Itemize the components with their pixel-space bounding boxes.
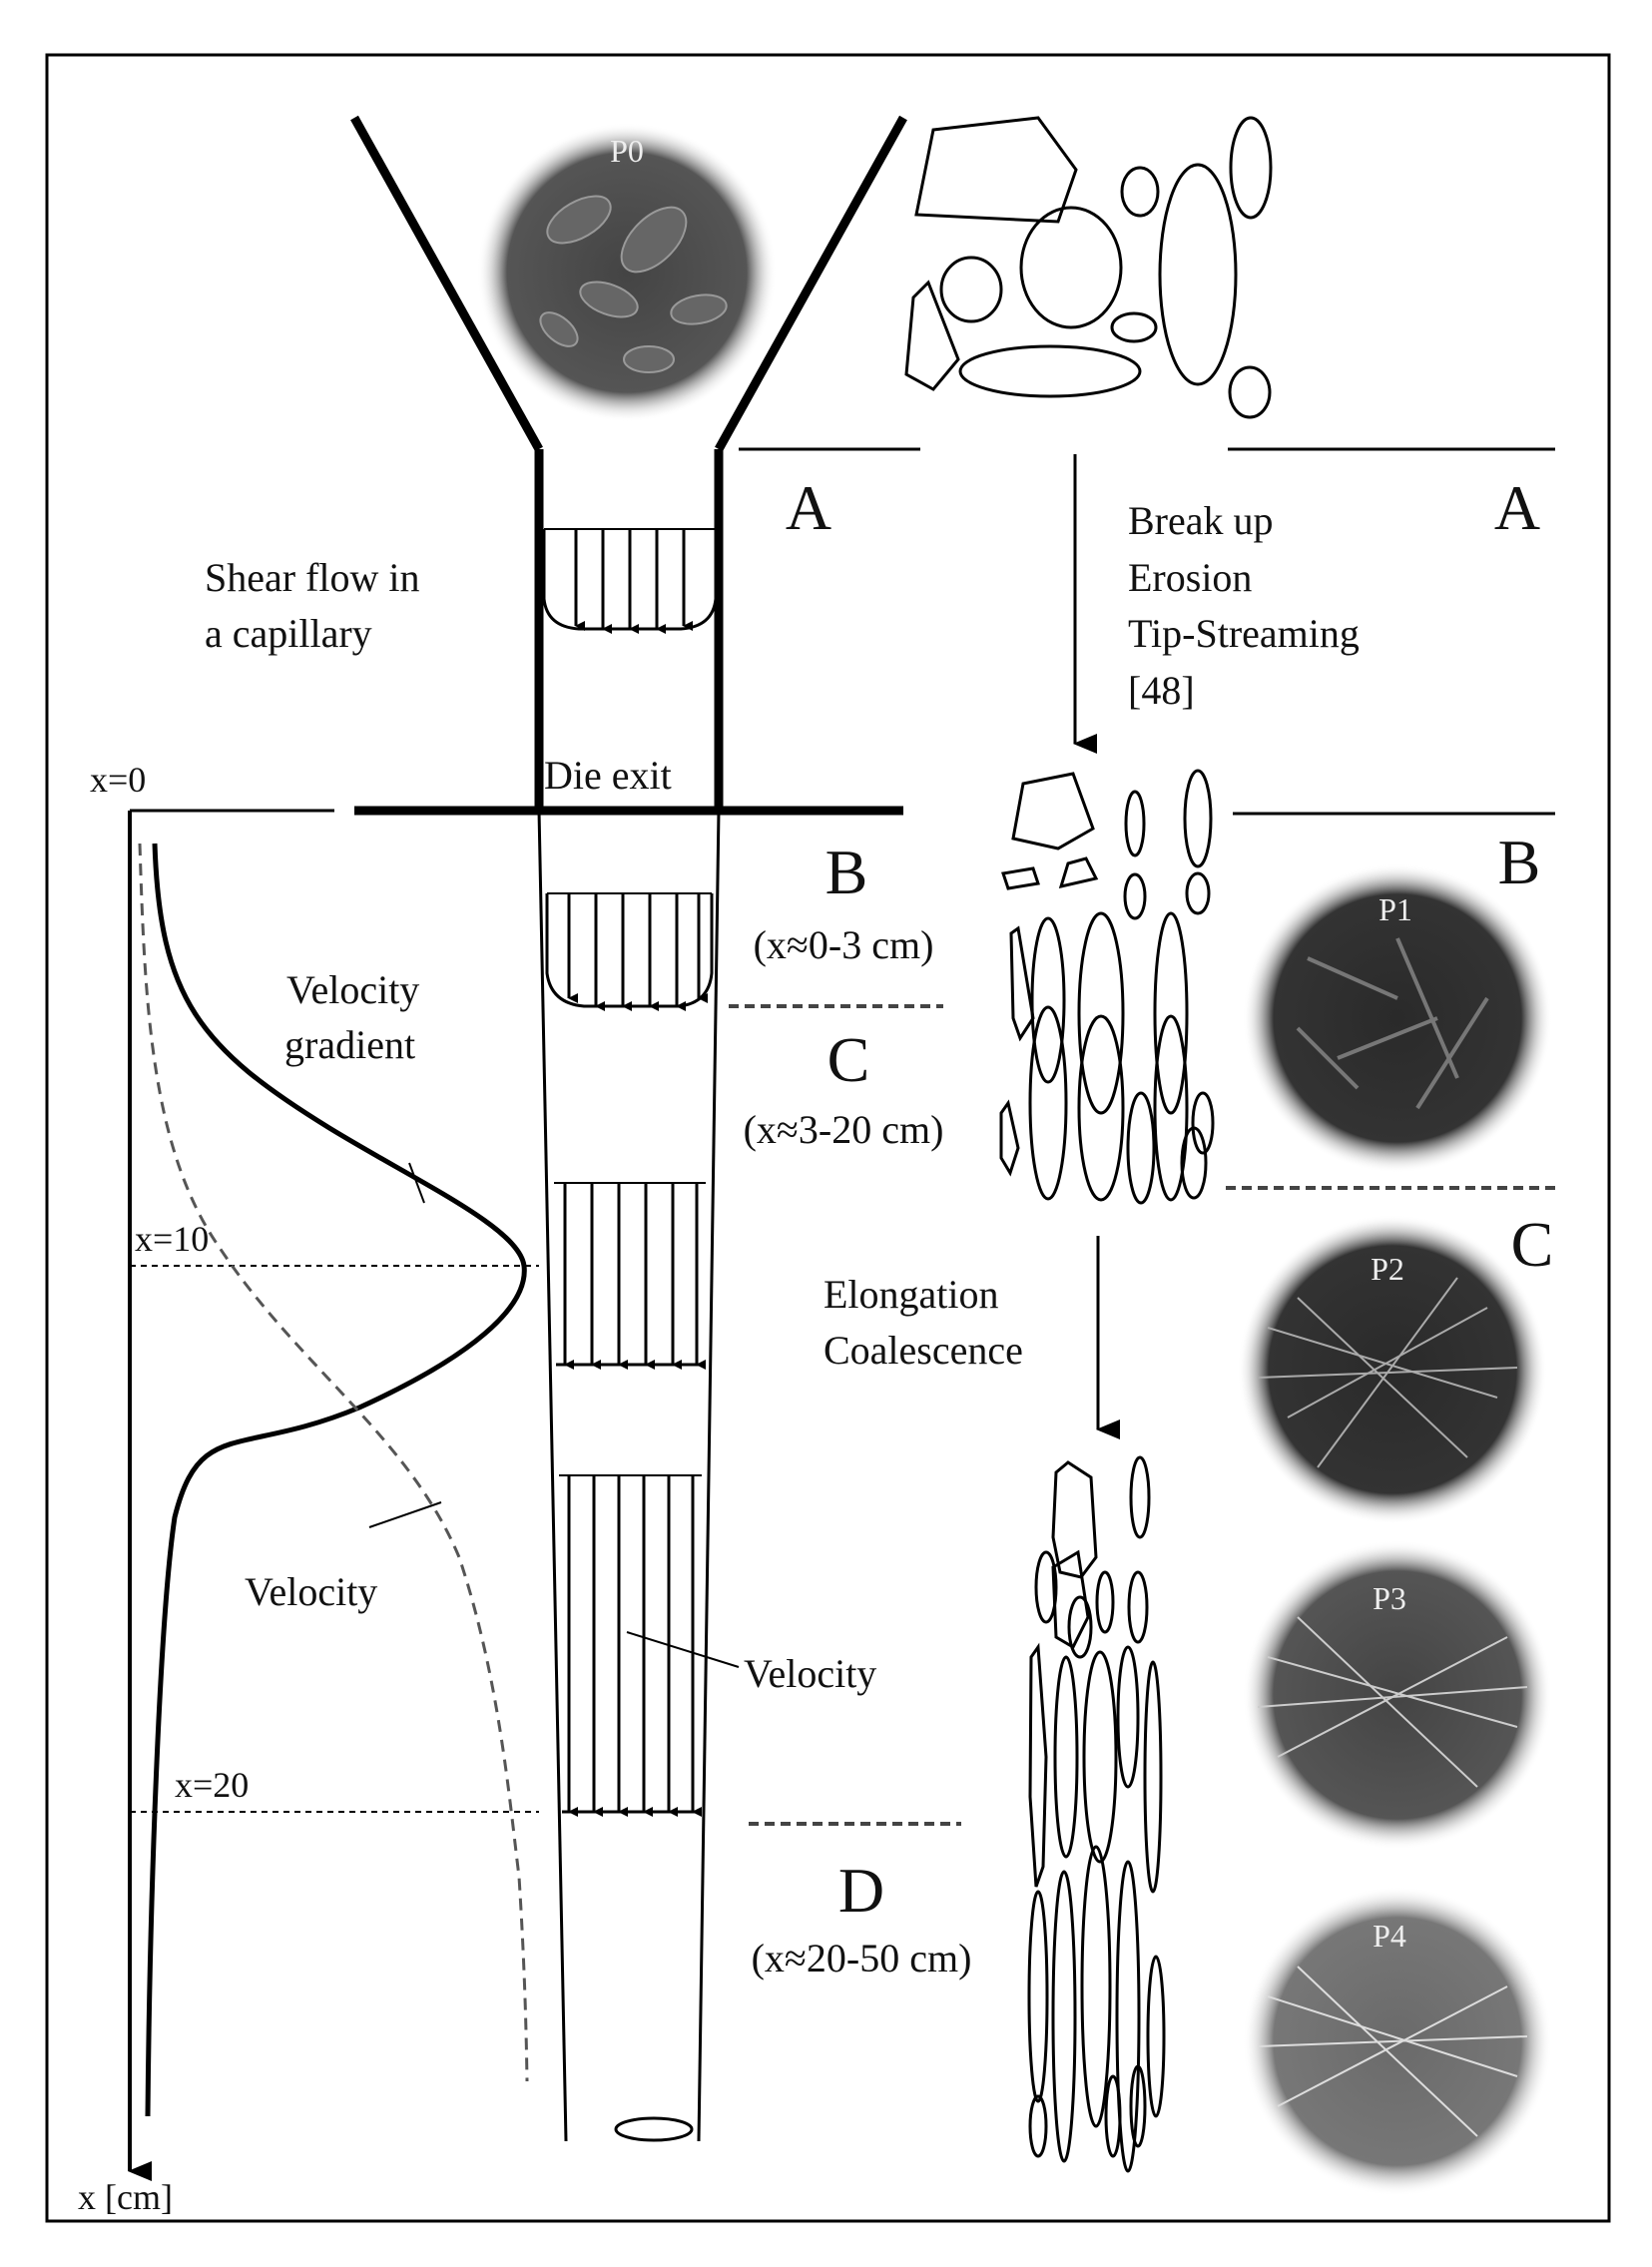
- shear-flow-line2: a capillary: [205, 611, 372, 656]
- zone-separators: [729, 447, 1555, 1826]
- zone-a-right: A: [1494, 472, 1540, 543]
- elongation-label: Elongation: [824, 1272, 999, 1317]
- velocity-arrows-label: Velocity: [744, 1651, 876, 1696]
- die-exit-label: Die exit: [544, 753, 672, 798]
- zone-a-left: A: [786, 472, 831, 543]
- velocity-gradient-curve: [145, 843, 527, 2117]
- velocity-dashed-label: Velocity: [245, 1569, 377, 1614]
- x20-label: x=20: [175, 1765, 249, 1805]
- reference-label: [48]: [1128, 668, 1195, 713]
- zone-b-label: B: [826, 837, 868, 907]
- velocity-plot: [128, 811, 539, 2181]
- p0-label: P0: [610, 133, 644, 169]
- erosion-label: Erosion: [1128, 555, 1252, 600]
- zone-c-right: C: [1511, 1209, 1554, 1280]
- zone-b-right: B: [1498, 827, 1541, 897]
- zone-c-velocity-profile: [554, 1182, 706, 1370]
- micrograph-p1: P1: [1243, 863, 1552, 1173]
- shear-flow-line1: Shear flow in: [205, 555, 420, 600]
- extruded-strand: [537, 810, 721, 2142]
- x-axis-label: x [cm]: [78, 2177, 173, 2217]
- velocity-leader-line: [626, 1631, 740, 1668]
- elongated-particles: [1027, 1455, 1166, 2173]
- funnel-capillary: [350, 115, 907, 809]
- velocity-dashed-leader: [368, 1501, 442, 1528]
- velocity-gradient-leader: [408, 1162, 425, 1204]
- velocity-dashed-curve: [138, 843, 529, 2082]
- zone-c-label: C: [827, 1024, 870, 1095]
- broken-particles: [999, 769, 1215, 1205]
- capillary-velocity-profile: [542, 528, 718, 634]
- zone-d-range: (x≈20-50 cm): [752, 1936, 972, 1981]
- zone-b-velocity-profile: [545, 892, 714, 1011]
- zone-d-velocity-profile: [559, 1474, 740, 1817]
- p2-label: P2: [1371, 1251, 1404, 1287]
- p4-label: P4: [1373, 1918, 1406, 1954]
- zone-c-range: (x≈3-20 cm): [744, 1107, 944, 1152]
- p3-label: P3: [1373, 1580, 1406, 1616]
- velocity-gradient-label2: gradient: [284, 1022, 415, 1067]
- x10-label: x=10: [135, 1219, 209, 1259]
- micrograph-p4: P4: [1243, 1887, 1552, 2196]
- micrograph-p3: P3: [1243, 1540, 1552, 1850]
- micrograph-p0: P0: [477, 123, 777, 422]
- zone-d-label: D: [838, 1855, 884, 1926]
- tip-streaming-label: Tip-Streaming: [1128, 611, 1360, 656]
- figure-frame: [45, 53, 1611, 2223]
- p1-label: P1: [1378, 891, 1412, 927]
- micrograph-p2: P2: [1238, 1215, 1547, 1524]
- coalescence-label: Coalescence: [824, 1328, 1023, 1373]
- zone-b-range: (x≈0-3 cm): [754, 922, 934, 967]
- initial-particles: [904, 116, 1273, 419]
- x0-label: x=0: [90, 760, 146, 800]
- velocity-gradient-label1: Velocity: [286, 967, 419, 1012]
- break-up-label: Break up: [1128, 498, 1274, 543]
